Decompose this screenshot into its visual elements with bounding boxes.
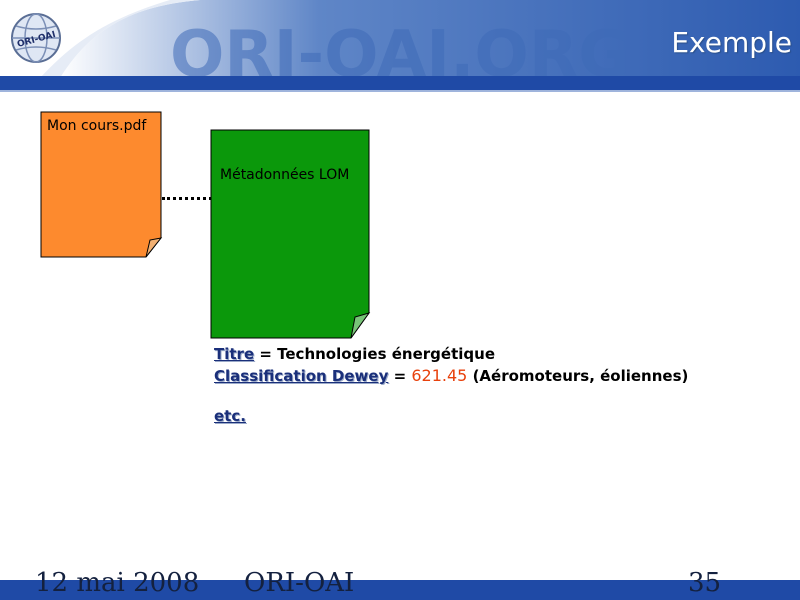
dewey-eq: = — [388, 367, 412, 385]
footer-date: 12 mai 2008 — [35, 568, 200, 598]
footer-org: ORI-OAI — [244, 568, 355, 598]
metadata-details: Titre = Technologies énergétique Classif… — [214, 343, 688, 427]
title-row: Titre = Technologies énergétique — [214, 343, 688, 365]
source-document-label: Mon cours.pdf — [47, 118, 147, 134]
title-key: Titre — [214, 345, 255, 363]
footer-bar — [0, 580, 800, 600]
slide-number: 35 — [688, 568, 722, 598]
metadata-document-label: Métadonnées LOM — [220, 167, 350, 183]
document-shape — [40, 111, 163, 258]
slide-header: ORI-OAI.ORG ORI-OAI Exemple — [0, 0, 800, 92]
metadata-document: Métadonnées LOM — [210, 129, 372, 341]
dewey-key: Classification Dewey — [214, 367, 389, 385]
globe-icon: ORI-OAI — [11, 13, 61, 63]
source-document: Mon cours.pdf — [40, 111, 164, 259]
header-banner-graphic: ORI-OAI.ORG — [0, 0, 800, 92]
dewey-row: Classification Dewey = 621.45 (Aéromoteu… — [214, 365, 688, 387]
slide-title: Exemple — [671, 26, 792, 59]
dewey-desc: (Aéromoteurs, éoliennes) — [467, 367, 689, 385]
etc-text: etc. — [214, 407, 246, 425]
dewey-code: 621.45 — [411, 366, 468, 385]
ori-oai-logo: ORI-OAI — [10, 12, 62, 64]
link-connector — [162, 197, 212, 200]
title-value: = Technologies énergétique — [254, 345, 495, 363]
document-shape — [210, 129, 371, 339]
